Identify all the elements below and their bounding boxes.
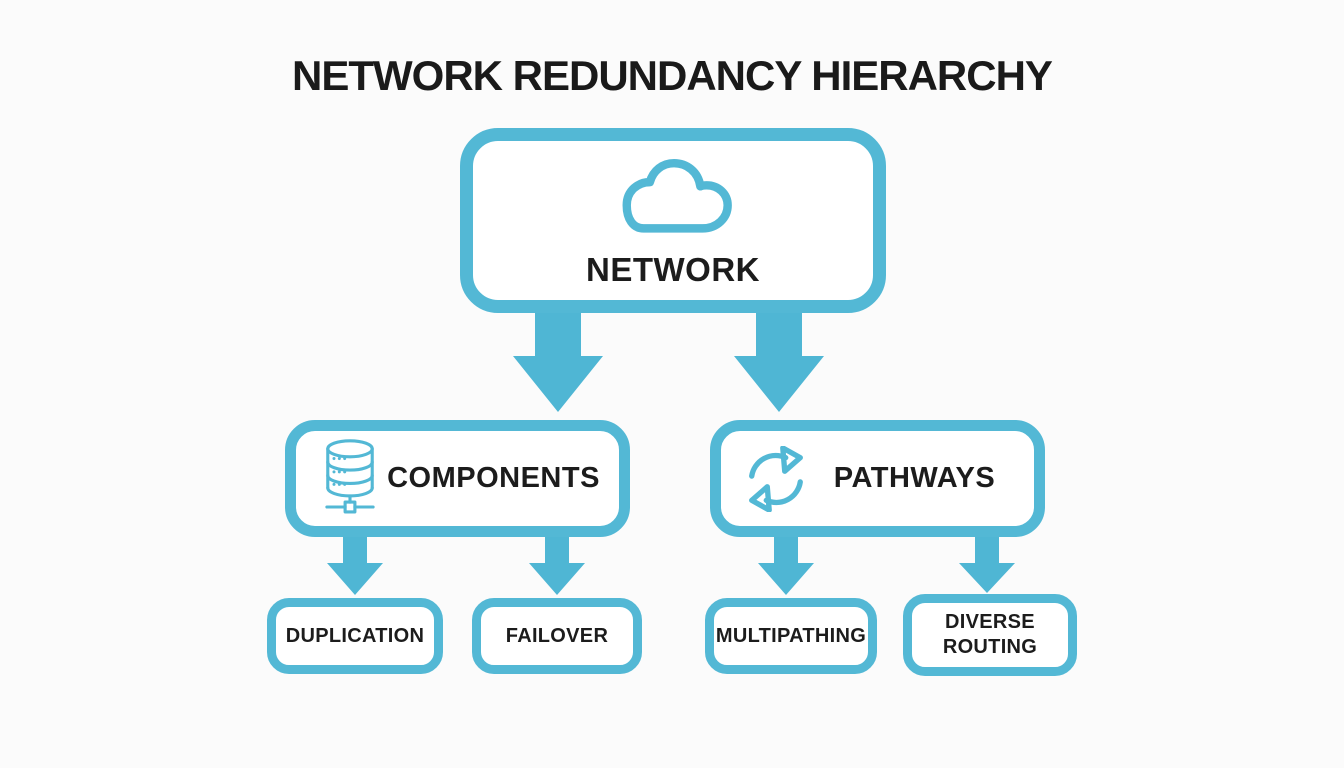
- node-duplication-label: DUPLICATION: [285, 624, 425, 647]
- node-failover: FAILOVER: [472, 598, 642, 674]
- node-diverse-routing-label: DIVERSE ROUTING: [942, 611, 1038, 658]
- node-multipathing-label: MULTIPATHING: [715, 624, 867, 647]
- arrow-pathways-to-diverse-routing: [959, 525, 1015, 593]
- node-failover-label: FAILOVER: [505, 624, 609, 647]
- database-dots: [332, 456, 347, 486]
- arrow-network-to-pathways: [734, 298, 824, 412]
- node-components: COMPONENTS: [285, 420, 630, 537]
- arrow-network-to-components: [513, 298, 603, 412]
- arrow-components-to-failover: [529, 525, 585, 595]
- arrow-components-to-duplication: [327, 525, 383, 595]
- node-components-label: COMPONENTS: [387, 462, 600, 494]
- node-multipathing: MULTIPATHING: [705, 598, 877, 674]
- diagram-title: NETWORK REDUNDANCY HIERARCHY: [292, 52, 1053, 99]
- arrow-pathways-to-multipathing: [758, 525, 814, 595]
- database-icon: [325, 438, 375, 513]
- node-pathways-label: PATHWAYS: [833, 462, 996, 494]
- sync-icon: [749, 445, 803, 512]
- node-network-label: NETWORK: [586, 250, 760, 288]
- node-duplication: DUPLICATION: [267, 598, 443, 674]
- node-pathways: PATHWAYS: [710, 420, 1045, 537]
- node-diverse-routing: DIVERSE ROUTING: [903, 594, 1077, 676]
- cloud-icon: [622, 158, 732, 233]
- node-network: NETWORK: [460, 128, 886, 313]
